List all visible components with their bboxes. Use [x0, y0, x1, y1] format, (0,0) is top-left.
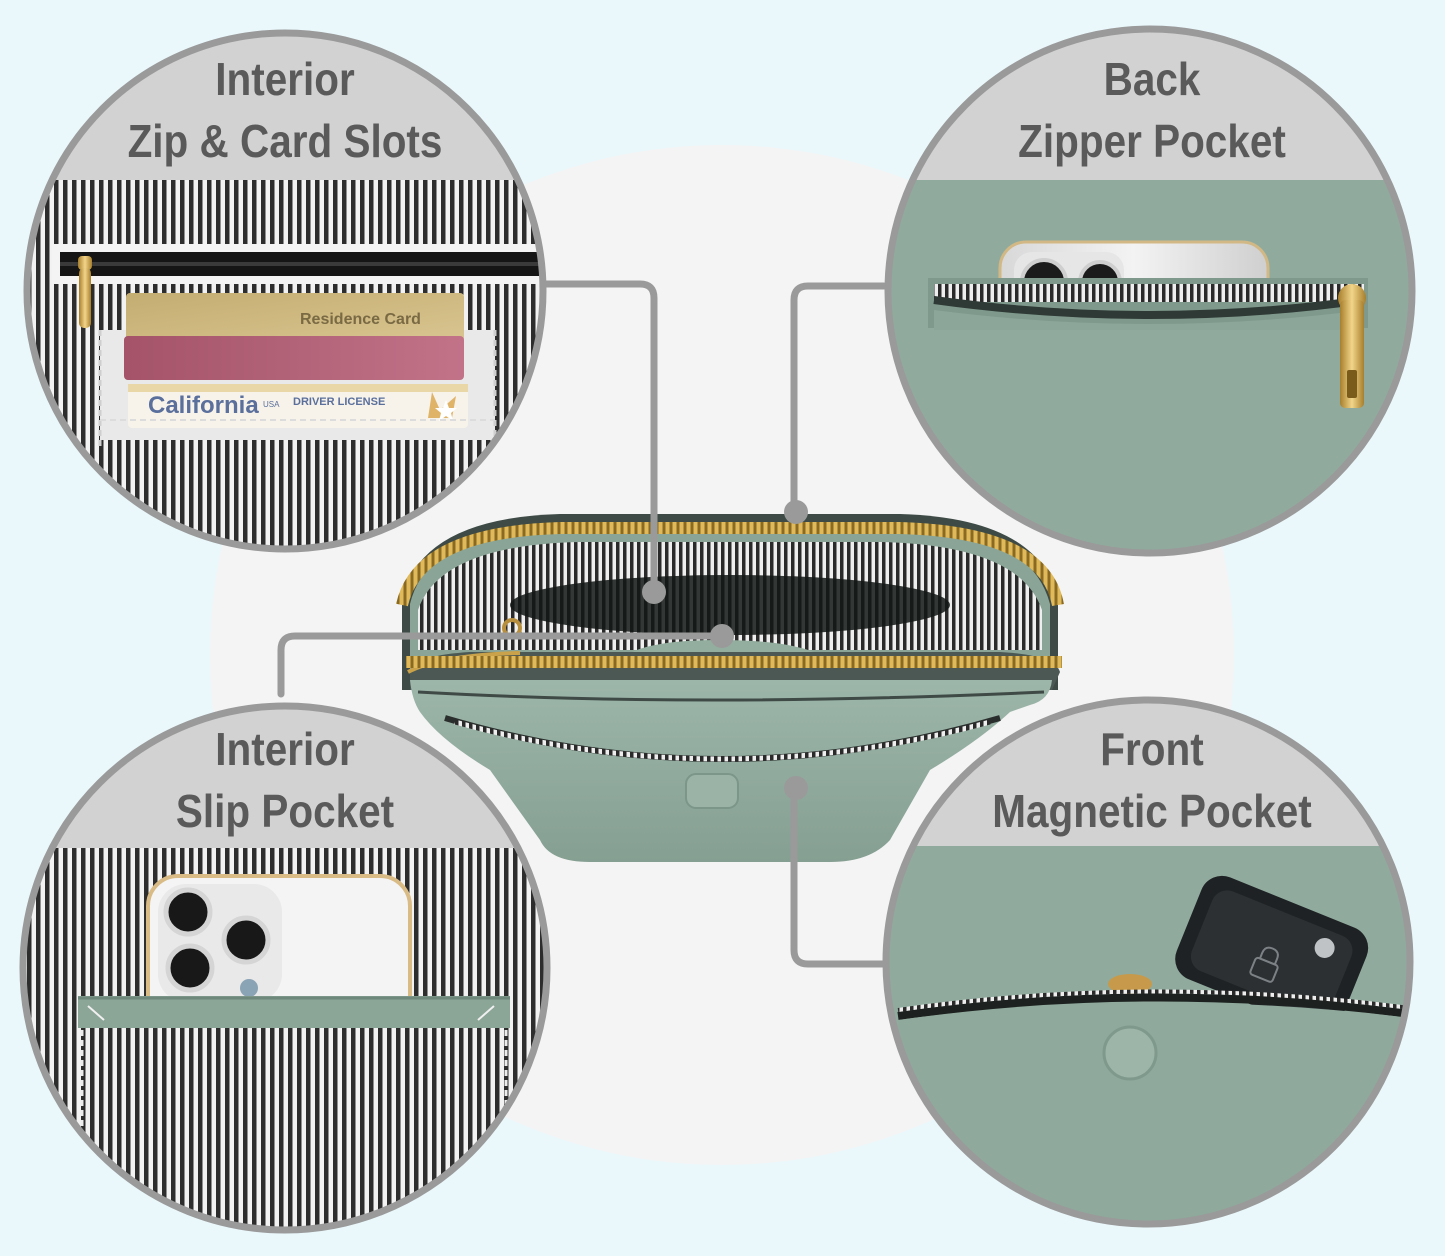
camera-lens-icon [163, 887, 213, 937]
star-icon [435, 400, 457, 421]
card-license-country: USA [263, 400, 280, 409]
lock-icon [1258, 946, 1279, 966]
callout-line2: Slip Pocket [175, 785, 395, 837]
camera-lens-icon [165, 943, 215, 993]
card-license-state: California [148, 392, 259, 419]
callout-back-zipper-pocket [884, 25, 1416, 557]
camera-lens-icon [221, 915, 271, 965]
callout-line2: Zip & Card Slots [127, 115, 443, 167]
callout-title-interior-slip: Interior Slip Pocket [109, 718, 461, 842]
callout-line1: Interior [215, 723, 355, 775]
crossbody-bag [396, 514, 1064, 862]
card-license-type: DRIVER LICENSE [293, 396, 386, 408]
callout-line2: Magnetic Pocket [992, 785, 1312, 837]
callout-interior-zip-card [23, 29, 547, 553]
callout-title-back-zipper: Back Zipper Pocket [976, 48, 1328, 172]
callout-front-magnetic-pocket [882, 696, 1414, 1228]
card-residence [126, 293, 464, 343]
connector-dots [642, 500, 808, 800]
callout-line1: Back [1103, 53, 1201, 105]
callout-line1: Interior [215, 53, 355, 105]
callout-title-interior-zip: Interior Zip & Card Slots [109, 48, 461, 172]
connector-lines [277, 280, 890, 968]
card-residence-label: Residence Card [300, 311, 421, 328]
callout-title-front-magnetic: Front Magnetic Pocket [976, 718, 1328, 842]
magnetic-snap [1102, 1025, 1158, 1081]
callout-line1: Front [1100, 723, 1204, 775]
callout-line2: Zipper Pocket [1018, 115, 1286, 167]
card-pink [124, 336, 464, 380]
card-license [128, 384, 468, 428]
